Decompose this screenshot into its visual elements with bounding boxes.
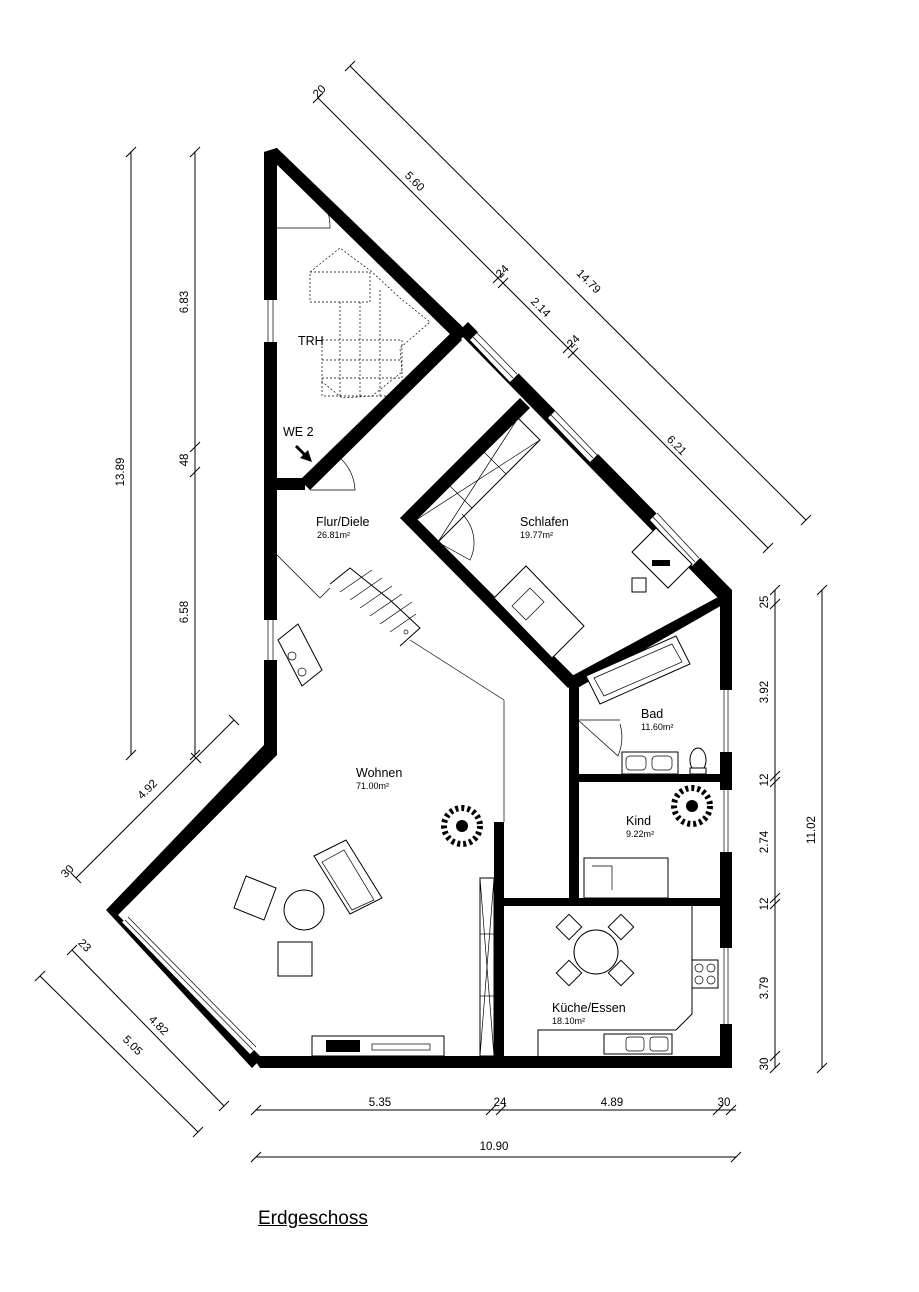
dim-right-30: 30 (759, 1058, 771, 1071)
kitchen-counter (537, 906, 719, 1056)
room-name-flur: Flur/Diele (316, 515, 370, 529)
dim-right-274: 2.74 (759, 830, 771, 853)
dim-right-25: 25 (759, 596, 771, 609)
plant-icon (441, 805, 483, 847)
room-name-kueche: Küche/Essen (552, 1001, 626, 1015)
dim-left-total: 13.89 (115, 458, 127, 487)
dim-left-upper: 6.83 (179, 291, 191, 313)
dim-bottom-30: 30 (718, 1097, 731, 1109)
tv-bench (311, 1035, 445, 1057)
dim-top-total: 14.79 (574, 267, 603, 296)
shelf (479, 877, 495, 1057)
coffee-table (283, 889, 325, 931)
stairs-trh (309, 247, 431, 399)
desk (631, 527, 693, 593)
dim-sw-23: 23 (75, 937, 93, 955)
room-name-we2: WE 2 (283, 425, 314, 439)
dim-top-621: 6.21 (664, 434, 688, 458)
room-area-wohnen: 71.00m² (356, 781, 389, 791)
room-name-wohnen: Wohnen (356, 766, 402, 780)
wardrobe (415, 417, 541, 543)
room-name-kind: Kind (626, 814, 651, 828)
sofa (313, 839, 383, 915)
armchair (277, 941, 313, 977)
dim-top-20: 20 (311, 83, 329, 101)
dim-right-12b: 12 (759, 898, 771, 911)
dim-left-lower: 6.58 (179, 601, 191, 623)
dim-top-24a: 24 (494, 263, 512, 281)
room-area-kind: 9.22m² (626, 829, 654, 839)
entry-arrow-icon (294, 444, 312, 462)
toilet (689, 747, 707, 775)
sinks (621, 751, 679, 775)
dim-sw-482: 4.82 (146, 1014, 170, 1038)
dim-right-392: 3.92 (759, 681, 771, 703)
child-bed (583, 857, 669, 899)
room-labels: TRH WE 2 Flur/Diele 26.81m² Schlafen 19.… (283, 334, 673, 1026)
plant-icon (671, 785, 713, 827)
bathtub (585, 635, 691, 705)
room-name-schlafen: Schlafen (520, 515, 569, 529)
dim-left-mid: 48 (179, 454, 191, 467)
interior-walls (277, 330, 724, 1058)
bed (493, 565, 585, 659)
exterior-walls (106, 148, 732, 1068)
room-area-kueche: 18.10m² (552, 1016, 585, 1026)
room-name-bad: Bad (641, 707, 663, 721)
dining-table (555, 913, 635, 987)
flur-openings (276, 554, 505, 822)
dimension-lines (34, 60, 828, 1163)
doors (277, 189, 623, 757)
dim-top-214: 2.14 (528, 296, 553, 321)
dim-west-492: 4.92 (136, 778, 160, 802)
dim-bottom-535: 5.35 (369, 1097, 391, 1109)
dim-right-total: 11.02 (806, 816, 818, 844)
dim-right-379: 3.79 (759, 977, 771, 999)
armchair (233, 875, 277, 921)
dim-bottom-24: 24 (494, 1097, 507, 1109)
dim-bottom-total: 10.90 (480, 1141, 509, 1153)
room-area-schlafen: 19.77m² (520, 530, 553, 540)
room-name-trh: TRH (298, 334, 324, 348)
dim-top-560: 5.60 (402, 170, 426, 194)
dim-west-30: 30 (59, 863, 77, 881)
room-area-bad: 11.60m² (641, 722, 673, 732)
dim-right-12a: 12 (759, 774, 771, 787)
room-area-flur: 26.81m² (317, 530, 350, 540)
dim-bottom-489: 4.89 (601, 1097, 623, 1109)
dim-sw-505: 5.05 (120, 1034, 144, 1058)
small-kitchenette (277, 623, 323, 687)
windows (122, 300, 732, 1054)
stairs-flur (329, 567, 421, 647)
floor-title: Erdgeschoss (258, 1208, 368, 1229)
dimension-texts: 13.89 6.83 48 6.58 20 5.60 24 2.14 24 6.… (59, 83, 818, 1153)
